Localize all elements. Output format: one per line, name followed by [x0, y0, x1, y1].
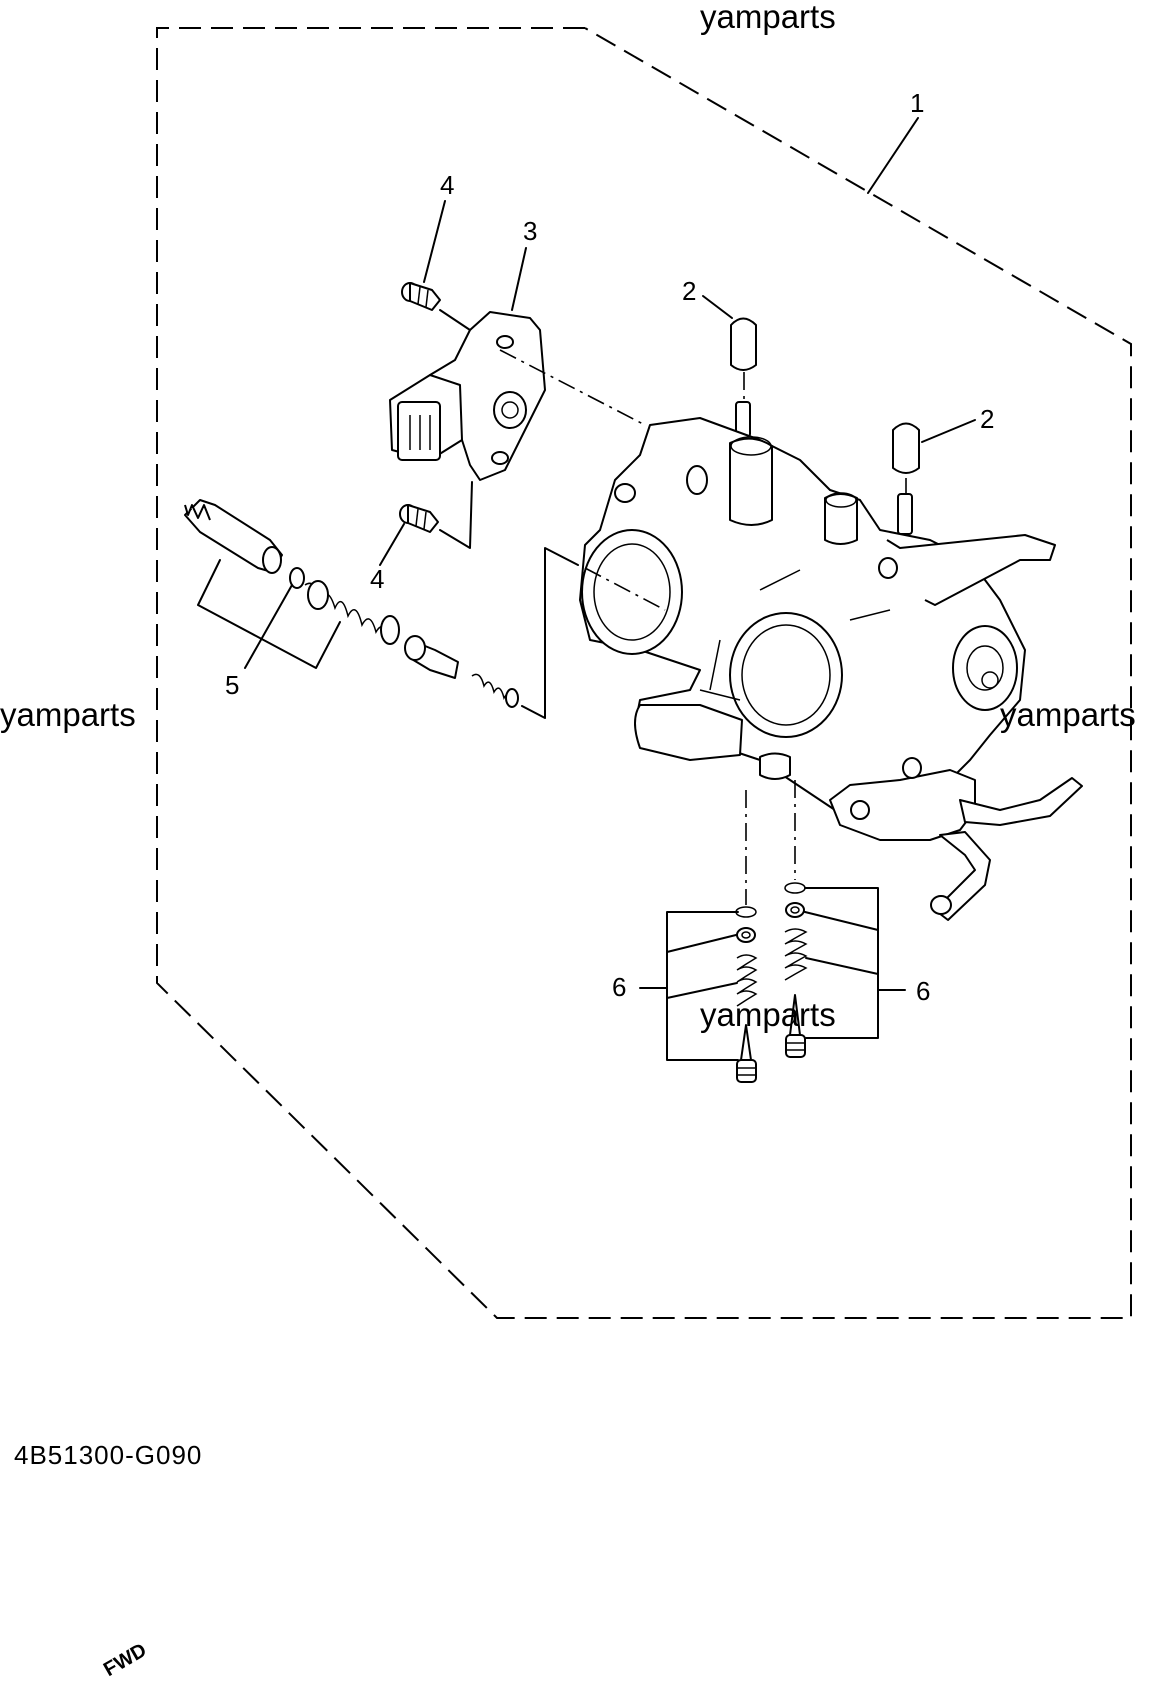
idle-adjust-parts	[184, 499, 519, 708]
callout-5: 5	[225, 670, 240, 700]
callout-1: 1	[910, 88, 925, 118]
cap-left	[730, 317, 757, 438]
throttle-body	[579, 417, 1083, 921]
leader-4b	[379, 523, 405, 566]
leader-4a	[423, 200, 446, 283]
leader-2a	[702, 295, 733, 319]
throttle-body-exploded-diagram	[156, 27, 1132, 1319]
leader-5	[244, 584, 293, 669]
fwd-label: FWD	[100, 1639, 151, 1682]
pilot-screw-set-right	[784, 882, 808, 1058]
leader-2b	[921, 419, 976, 443]
diagram-code: 4B51300-G090	[14, 1440, 203, 1470]
watermark-left: yamparts	[0, 696, 136, 733]
screw-upper	[401, 282, 441, 311]
pilot-screw-set-left	[735, 906, 758, 1083]
leader-1	[867, 117, 919, 194]
watermark-right: yamparts	[1000, 696, 1136, 733]
watermark-bottom: yamparts	[700, 996, 836, 1033]
watermark-top: yamparts	[700, 0, 836, 35]
throttle-position-sensor	[389, 311, 546, 481]
callout-3: 3	[523, 216, 538, 246]
callout-6-right: 6	[916, 976, 931, 1006]
leader-3	[511, 247, 527, 311]
callout-2-left: 2	[682, 276, 697, 306]
callout-6-left: 6	[612, 972, 627, 1002]
cap-right	[892, 422, 920, 535]
screw-lower	[399, 504, 439, 533]
callout-4-lower: 4	[370, 564, 385, 594]
callout-2-right: 2	[980, 404, 995, 434]
assembly-boundary	[156, 27, 1132, 1319]
callout-4-upper: 4	[440, 170, 455, 200]
